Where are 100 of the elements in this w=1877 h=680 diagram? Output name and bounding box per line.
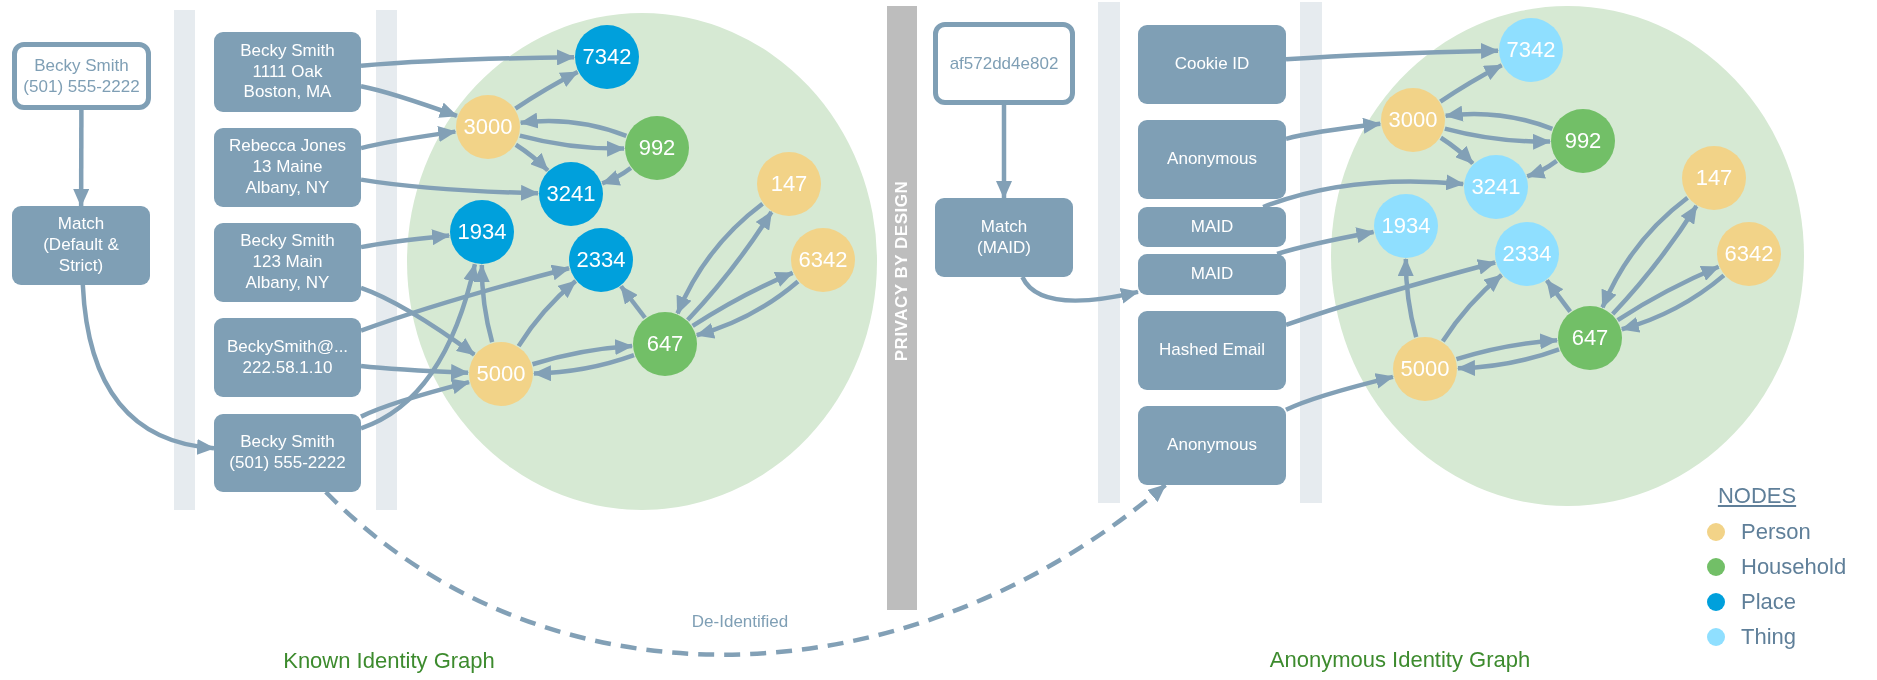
arrow: [1020, 275, 1139, 304]
arrow: [601, 166, 633, 186]
arrow: [514, 142, 550, 173]
arrow: [619, 284, 647, 320]
node-number: 1934: [457, 219, 507, 245]
arrow: [360, 126, 457, 151]
graph-node-circle: [1381, 88, 1445, 152]
arrow: [1444, 126, 1551, 150]
node-number: 2334: [1502, 241, 1552, 267]
node-number: 3000: [463, 114, 513, 140]
arrow: [1616, 264, 1720, 322]
arrow: [1455, 333, 1559, 362]
node-number: 7342: [1506, 37, 1556, 63]
legend-label: Person: [1741, 518, 1811, 545]
node-number: 6342: [798, 247, 848, 273]
arrow: [533, 353, 635, 382]
box-label: Cookie ID: [1174, 54, 1250, 75]
record-box: [1138, 254, 1286, 295]
arrow: [1439, 63, 1503, 104]
node-number: 647: [646, 331, 684, 357]
arrow: [1285, 373, 1394, 412]
arrow: [1276, 227, 1375, 257]
input-box: [933, 22, 1075, 105]
box-label: Becky Smith 1111 Oak Boston, MA: [239, 40, 336, 104]
arrow: [1439, 135, 1475, 166]
legend-heading: NODES: [1717, 483, 1797, 509]
arrow: [1285, 259, 1497, 327]
graph-title: Known Identity Graph: [283, 648, 495, 674]
arrow: [360, 264, 570, 333]
record-box: [214, 128, 361, 207]
arrow: [675, 201, 764, 315]
graph-node-circle: [539, 162, 603, 226]
graph-node-circle: [1464, 155, 1528, 219]
arrow: [1285, 43, 1499, 62]
arrow: [1600, 195, 1689, 309]
input-box: [12, 42, 151, 110]
node-number: 1934: [1381, 213, 1431, 239]
arrow: [360, 229, 451, 250]
box-label: BeckySmith@... 222.58.1.10: [225, 336, 350, 379]
arrow: [1526, 159, 1558, 179]
arrow: [80, 284, 215, 455]
graph-node-circle: [1495, 222, 1559, 286]
record-box: [1138, 311, 1286, 390]
arrow: [531, 339, 634, 367]
arrow: [514, 70, 579, 111]
arrow: [360, 263, 479, 431]
graph-title: Anonymous Identity Graph: [1269, 647, 1531, 673]
legend-label: Place: [1741, 588, 1797, 615]
record-box: [935, 198, 1073, 277]
arrow: [360, 378, 470, 419]
box-label: Rebecca Jones 13 Maine Albany, NY: [227, 136, 348, 199]
box-label: MAID: [1190, 264, 1234, 285]
box-label: af572dd4e802: [949, 52, 1059, 75]
box-label: Anonymous: [1167, 435, 1257, 456]
legend-label: Thing: [1741, 623, 1797, 650]
record-box: [1138, 207, 1286, 247]
arrow: [691, 270, 794, 328]
node-number: 3241: [1471, 174, 1521, 200]
box-label: Becky Smith (501) 555-2222: [22, 54, 141, 98]
arrow: [1285, 117, 1382, 142]
graph-node-circle: [569, 228, 633, 292]
graph-node-circle: [633, 312, 697, 376]
box-label: Becky Smith (501) 555-2222: [228, 432, 347, 474]
arrow: [519, 112, 628, 138]
node-number: 7342: [582, 44, 632, 70]
arrow: [1620, 273, 1726, 333]
box-label: Becky Smith 123 Main Albany, NY: [239, 231, 336, 294]
record-box: [214, 32, 361, 112]
vertical-label: PRIVACY BY DESIGN: [892, 180, 912, 362]
arrow: [360, 363, 470, 380]
node-number: 2334: [576, 247, 626, 273]
arrow: [695, 279, 800, 339]
arrow: [1397, 258, 1419, 338]
box-label: Anonymous: [1167, 149, 1257, 170]
record-box: [214, 318, 361, 397]
box-label: Hashed Email: [1159, 340, 1265, 361]
arrow: [1457, 347, 1560, 376]
node-number: 147: [1695, 165, 1733, 191]
arrow: [519, 133, 625, 157]
arrow: [1611, 204, 1699, 316]
node-number: 5000: [476, 361, 526, 387]
arrow: [686, 210, 774, 322]
arrow: [360, 285, 476, 357]
node-number: 5000: [1400, 356, 1450, 382]
node-number: 6342: [1724, 241, 1774, 267]
record-box: [1138, 406, 1286, 485]
node-number: 992: [1564, 128, 1602, 154]
record-box: [214, 223, 361, 302]
arrow: [360, 177, 539, 201]
record-box: [1138, 120, 1286, 199]
arrow: [1444, 106, 1554, 132]
box-label: Match (MAID): [976, 216, 1032, 259]
record-box: [214, 414, 361, 492]
record-box: [1138, 25, 1286, 104]
record-box: [12, 206, 150, 285]
arrow: [1545, 279, 1572, 313]
arrow: [360, 84, 458, 118]
divider-band: [887, 6, 917, 610]
dashed-arrow: [324, 483, 1167, 657]
arrow: [473, 264, 495, 343]
